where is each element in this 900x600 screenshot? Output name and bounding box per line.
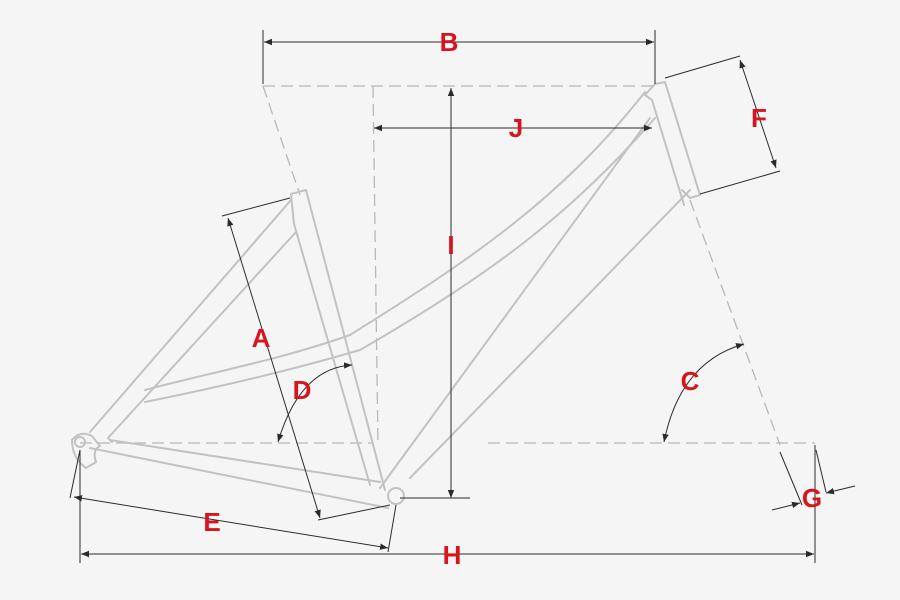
- seat-stay: [89, 199, 297, 443]
- bicycle-frame: [71, 81, 701, 509]
- label-B: B: [440, 27, 459, 57]
- chain-stay: [89, 439, 389, 509]
- top-tube: [144, 91, 656, 403]
- dimension-labels: A B C D E F G H I J: [203, 27, 822, 570]
- rear-dropout: [71, 432, 101, 469]
- label-G: G: [802, 483, 822, 513]
- headtube-axis-line: [689, 199, 781, 446]
- vertical-reference-line: [372, 85, 379, 446]
- head-tube: [644, 81, 701, 206]
- dimension-G-left-arrow: [771, 501, 801, 511]
- label-C: C: [681, 366, 700, 396]
- reference-lines: [80, 85, 815, 446]
- label-D: D: [293, 375, 312, 405]
- label-A: A: [252, 323, 271, 353]
- label-F: F: [751, 103, 767, 133]
- dimension-E-line: [73, 495, 389, 550]
- rear-axle: [74, 436, 86, 448]
- dimension-A-line: [227, 217, 321, 519]
- dimension-C-arc: [662, 343, 745, 443]
- label-E: E: [203, 507, 220, 537]
- label-J: J: [509, 113, 523, 143]
- label-H: H: [443, 540, 462, 570]
- seat-tube-extension-line: [262, 85, 301, 196]
- dimension-lines: [69, 30, 856, 563]
- label-I: I: [447, 230, 454, 260]
- dimension-G-right-arrow: [825, 485, 856, 495]
- dimension-F-line: [739, 59, 777, 169]
- down-tube: [379, 117, 691, 489]
- dimension-D-arc: [277, 362, 353, 443]
- bottom-bracket: [387, 487, 405, 505]
